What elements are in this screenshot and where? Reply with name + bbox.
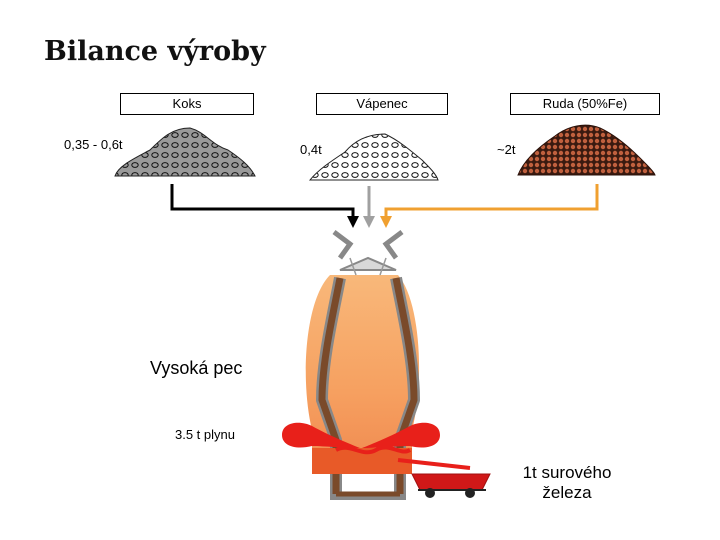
amount-vapenec: 0,4t	[300, 142, 322, 157]
charging-rod-left	[349, 257, 357, 276]
iron-spout	[397, 458, 471, 470]
charging-bell-right	[382, 230, 404, 260]
coke-arrowhead	[347, 216, 359, 228]
charging-bell-left	[332, 230, 354, 260]
ore-arrowhead	[380, 216, 392, 228]
coke-pile	[114, 127, 256, 177]
iron-cart	[411, 473, 491, 491]
label-vapenec: Vápenec	[316, 93, 448, 115]
coke-flow-line	[170, 184, 355, 218]
furnace-lining-left	[318, 277, 344, 497]
furnace-label: Vysoká pec	[150, 358, 243, 378]
label-koks: Koks	[120, 93, 254, 115]
charging-rod-right	[379, 257, 387, 276]
amount-ruda: ~2t	[497, 142, 516, 157]
cart-wheel-right	[465, 488, 475, 498]
gas-output-label: 3.5 t plynu	[175, 427, 235, 442]
limestone-pile	[308, 133, 439, 181]
amount-koks: 0,35 - 0,6t	[64, 137, 123, 152]
limestone-arrowhead	[363, 216, 375, 228]
gas-outlet-right	[362, 422, 440, 448]
furnace-lining-right	[392, 277, 418, 497]
ore-flow-line	[384, 184, 599, 218]
ore-pile	[517, 124, 656, 176]
gas-outlet-left	[282, 422, 360, 448]
label-ruda: Ruda (50%Fe)	[510, 93, 660, 115]
cart-wheel-left	[425, 488, 435, 498]
page-title: Bilance výroby	[44, 36, 266, 67]
iron-output-label: 1t surového železa	[522, 463, 612, 502]
charging-cone	[339, 256, 397, 271]
gas-wave	[335, 445, 412, 455]
